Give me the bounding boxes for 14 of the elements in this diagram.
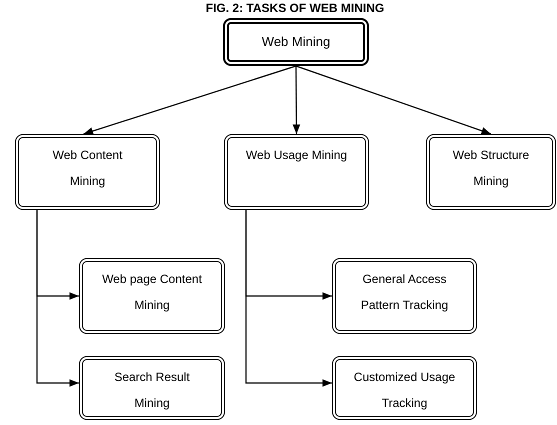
arrow <box>83 65 296 135</box>
process-box: General Access Pattern Tracking <box>332 258 477 334</box>
arrow <box>245 210 332 387</box>
arrow <box>296 65 492 135</box>
figure-title: FIG. 2: TASKS OF WEB MINING <box>204 0 386 16</box>
process-box: Web page Content Mining <box>79 258 225 334</box>
arrow <box>36 210 79 387</box>
process-box: Customized Usage Tracking <box>332 356 477 420</box>
process-box: Web Content Mining <box>15 134 160 210</box>
process-box: Web Usage Mining <box>224 134 369 210</box>
process-box: Search Result Mining <box>79 356 225 420</box>
process-box: Web Structure Mining <box>426 134 556 210</box>
root-box: Web Mining <box>223 18 369 66</box>
arrow <box>292 66 300 134</box>
